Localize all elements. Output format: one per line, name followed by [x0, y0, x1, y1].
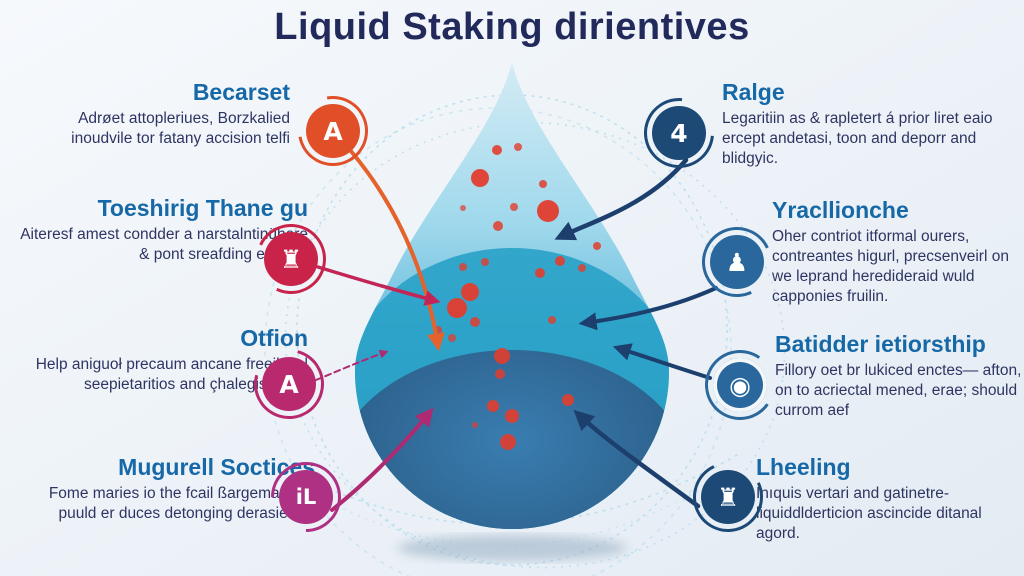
- arrow-batidder: [612, 343, 712, 380]
- section-yracllionche: Yracllionche Oher contriot itformal oure…: [772, 197, 1017, 307]
- droplet-swirl-badge-icon: ◉: [699, 344, 781, 426]
- section-heading: Lheeling: [756, 454, 851, 480]
- section-lheeling: Lheeling Inıquis vertari and gatinetre-l…: [756, 454, 1008, 544]
- section-heading: Toeshirig Thane gu: [97, 195, 308, 221]
- person-badge-icon: ♟: [692, 217, 782, 307]
- section-heading: Ralge: [722, 79, 785, 105]
- arrow-otfion: [315, 349, 389, 381]
- section-batidder: Batidder ietiorsthip Fillory oet br luki…: [775, 331, 1023, 421]
- arrow-toeshirig: [316, 265, 441, 306]
- section-body: Adrøet attopleriues, Borzkalied inoudvil…: [71, 110, 290, 148]
- connector-arrows: [315, 148, 718, 512]
- figure-pedestal-badge-icon: ♜: [246, 214, 336, 304]
- section-otfion: Otfion Help aniguoł precaum ancane freei…: [8, 325, 308, 395]
- orbit-sketch-lines: [264, 94, 786, 576]
- arrow-lheeling: [573, 409, 701, 509]
- arrow-ralge: [554, 157, 689, 241]
- section-heading: Mugurell Soctices: [118, 454, 315, 480]
- section-body: Legaritiin as & rapletert á prior liret …: [722, 110, 993, 167]
- letter-a-badge-icon: A: [241, 336, 337, 432]
- red-particles: [434, 143, 601, 450]
- section-heading: Becarset: [192, 79, 290, 105]
- section-body: Oher contriot itformal ourers, contreant…: [772, 228, 1009, 305]
- section-becarset: Becarset Adrøet attopleriues, Borzkalied…: [55, 79, 290, 149]
- il-monogram-badge-icon: iL: [256, 447, 356, 547]
- section-ralge: Ralge Legaritiin as & rapletert á prior …: [722, 79, 1000, 169]
- section-mugurell: Mugurell Soctices Fome maries io the fca…: [25, 454, 315, 524]
- section-body: Fillory oet br lukiced enctes— afton, on…: [775, 362, 1022, 419]
- page-title: Liquid Staking dirientives: [274, 6, 750, 48]
- section-heading: Otfion: [240, 325, 308, 351]
- section-toeshirig: Toeshirig Thane gu Aiteresf amest condde…: [8, 195, 308, 265]
- arrow-mugurell: [330, 407, 434, 512]
- lock-badge-icon: ♜: [683, 452, 773, 542]
- section-body: Fome maries io the fcail ßargemand re pu…: [48, 485, 315, 523]
- droplet-shadow: [397, 535, 627, 561]
- section-heading: Batidder ietiorsthip: [775, 331, 986, 357]
- arrow-becarset: [348, 148, 445, 352]
- number-4-badge-icon: 4: [629, 83, 729, 183]
- section-body: Inıquis vertari and gatinetre-liquiddlde…: [756, 485, 982, 542]
- section-body: Help aniguoł precaum ancane freeihical s…: [35, 356, 308, 394]
- letter-a-badge-icon: A: [284, 82, 382, 180]
- section-heading: Yracllionche: [772, 197, 909, 223]
- arrow-yracllionche: [578, 286, 718, 331]
